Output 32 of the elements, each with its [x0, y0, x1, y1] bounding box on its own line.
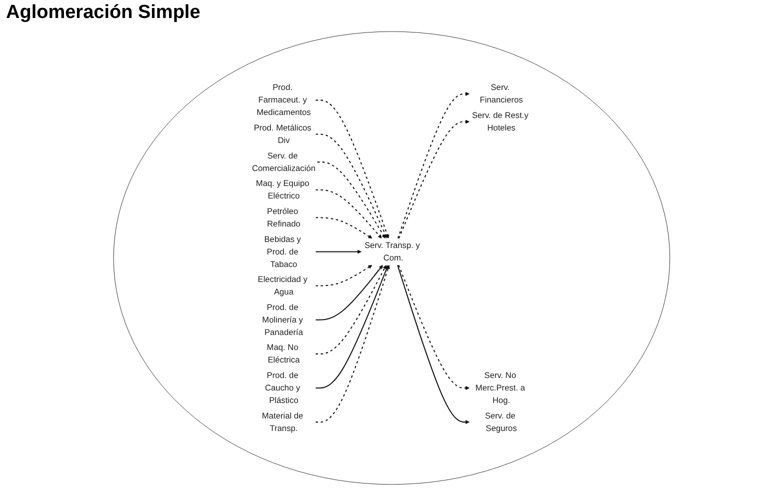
arrow [315, 265, 388, 388]
arrow [317, 162, 386, 238]
arrow [315, 134, 388, 238]
node-text: Electricidad y Agua [258, 274, 308, 296]
node-text: Serv. Transp. y Com. [364, 240, 420, 262]
arrow [315, 217, 372, 238]
node-text: Prod. Farmaceut. y Medicamentos [256, 82, 311, 118]
arrow [397, 92, 470, 238]
node-text: Petróleo Refinado [266, 206, 300, 228]
node-text: Maq. No Eléctrica [266, 342, 300, 365]
arrow [396, 265, 470, 424]
arrow [315, 265, 386, 354]
arrow [315, 189, 382, 238]
node-text: Serv. de Comercialización [252, 150, 316, 173]
node-text: Prod. Metálicos Div [254, 123, 312, 145]
arrow [315, 250, 362, 254]
node-text: Prod. de Caucho y Plástico [264, 370, 300, 405]
node-text: Prod. de Molinería y Panadería [262, 302, 303, 337]
node-text: Maq. y Equipo Eléctrico [256, 178, 310, 201]
node-text: Serv. de Rest.y Hoteles [472, 110, 528, 132]
node-text: Serv. Financieros [480, 82, 523, 105]
arrow [315, 265, 390, 423]
arrow [315, 100, 390, 238]
node-text: Serv. de Seguros [484, 410, 517, 433]
node-text: Bebidas y Prod. de Tabaco [264, 234, 301, 269]
node-text: Serv. No Merc.Prest. a Hog. [475, 370, 525, 405]
arrow [315, 265, 383, 320]
arrow [398, 120, 470, 238]
arrow [315, 265, 372, 286]
node-text: Material de Transp. [262, 410, 303, 433]
arrow [398, 264, 470, 390]
diagram-title: Aglomeración Simple [5, 1, 202, 25]
